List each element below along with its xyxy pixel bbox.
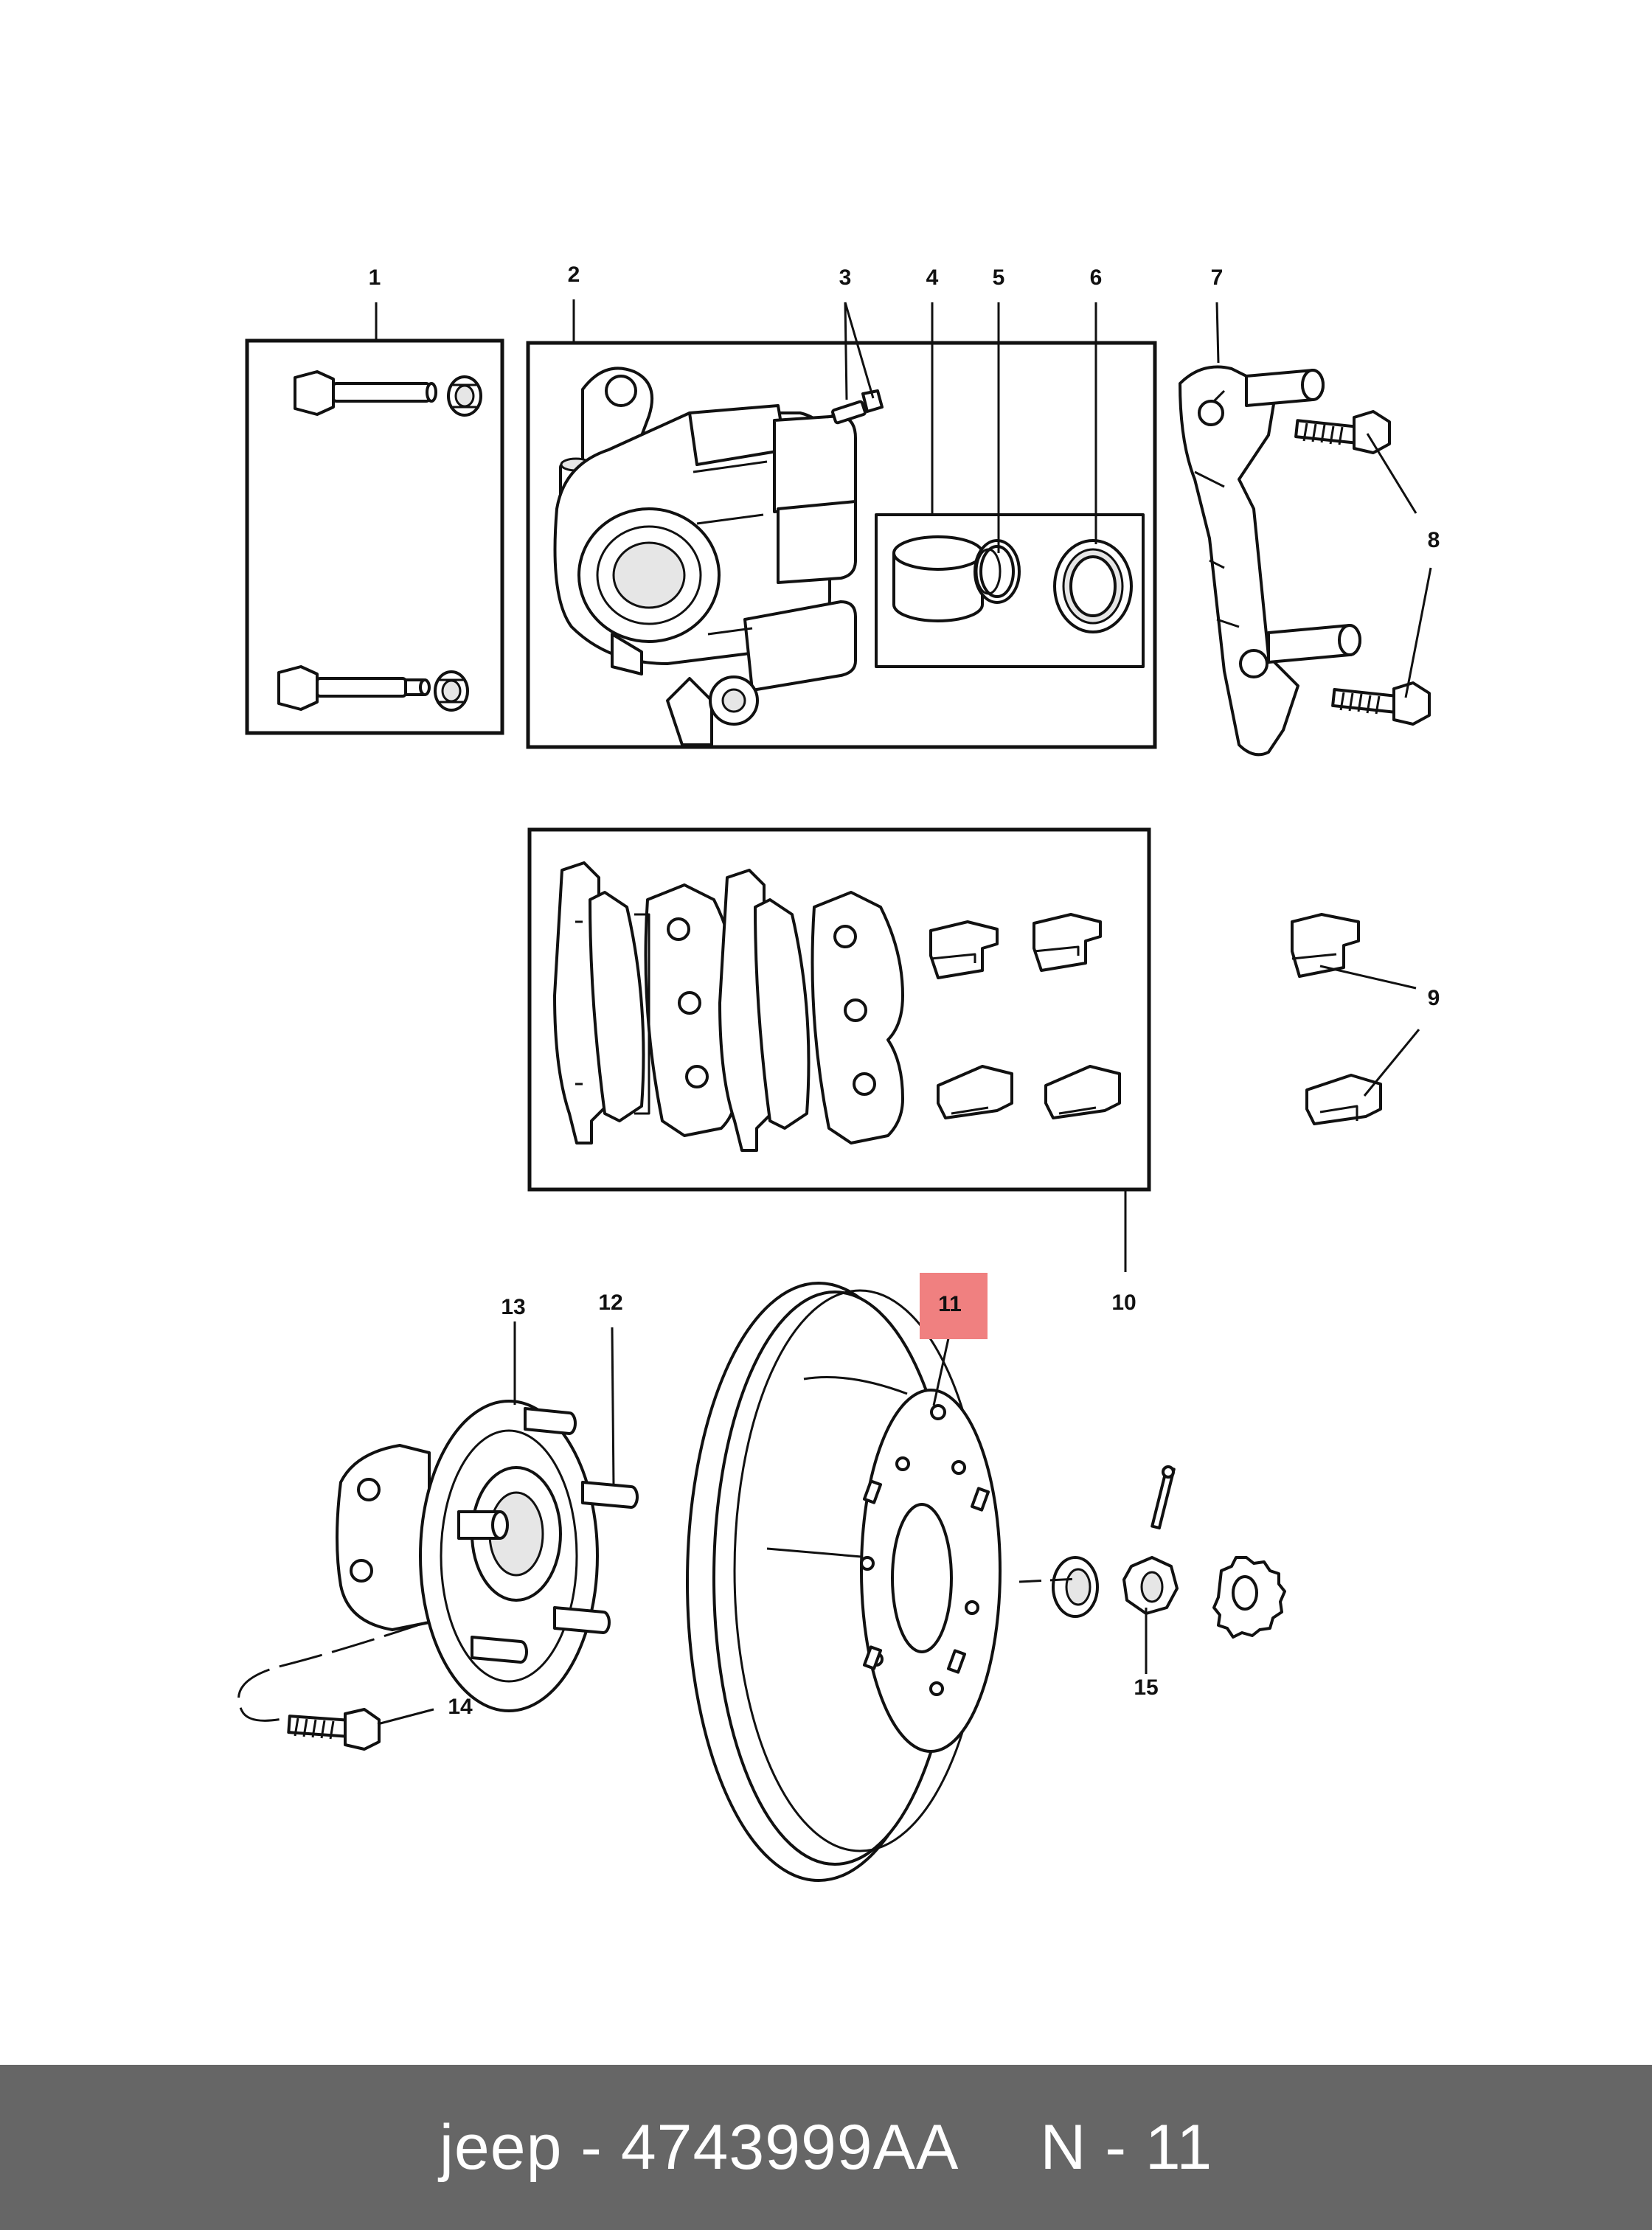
brake-pad-4 — [811, 891, 904, 1144]
hub-bearing — [336, 1400, 599, 1712]
callout-5: 5 — [993, 265, 1005, 290]
callout-10: 10 — [1111, 1291, 1136, 1315]
box-guide-pins — [245, 338, 504, 735]
axle-nut — [1122, 1556, 1179, 1615]
hub-bolt — [287, 1708, 381, 1751]
brake-pad-1 — [553, 861, 645, 1144]
callout-11-highlight — [920, 1273, 988, 1339]
callout-3: 3 — [839, 265, 852, 290]
brake-pad-3 — [718, 869, 811, 1152]
callout-6: 6 — [1090, 265, 1103, 290]
guide-pin-boot-lower — [434, 670, 469, 712]
sensor-wire — [237, 1621, 427, 1722]
guide-pin-boot-upper — [447, 375, 482, 417]
nut-retainer — [1212, 1556, 1286, 1639]
caliper-adapter — [1179, 365, 1361, 757]
callout-14: 14 — [448, 1695, 473, 1719]
guide-pin-lower — [277, 665, 431, 711]
pad-clip-3 — [937, 1065, 1013, 1119]
pad-clip-4 — [1044, 1065, 1121, 1119]
callout-13: 13 — [501, 1295, 525, 1319]
callout-12: 12 — [598, 1291, 622, 1315]
piston-seal — [1053, 539, 1133, 633]
leader-9 — [1319, 965, 1420, 1097]
bleeder-screw — [827, 389, 884, 425]
callout-15: 15 — [1134, 1675, 1158, 1700]
brake-rotor — [686, 1282, 1002, 1882]
abutment-clip-lower — [1305, 1074, 1382, 1125]
adapter-bolt-upper — [1294, 410, 1391, 454]
piston-boot — [974, 539, 1021, 604]
part-number-footer: jeep - 4743999AA N - 11 — [0, 2065, 1652, 2230]
guide-pin-upper — [294, 370, 437, 416]
callout-11: 11 — [938, 1292, 962, 1316]
callout-1: 1 — [369, 265, 381, 290]
leader-7 — [1215, 302, 1220, 364]
cotter-pin — [1150, 1465, 1176, 1529]
pad-clip-2 — [1032, 913, 1102, 972]
box-piston-seal — [875, 513, 1145, 668]
callout-4: 4 — [926, 265, 939, 290]
caliper-piston — [892, 535, 984, 622]
abutment-clip-upper — [1291, 913, 1360, 978]
callout-2: 2 — [568, 263, 580, 287]
footer-part-number: jeep - 4743999AA — [439, 2111, 959, 2183]
callout-7: 7 — [1211, 265, 1224, 290]
leader-14 — [377, 1708, 434, 1726]
axle-washer — [1052, 1556, 1099, 1618]
footer-position: N - 11 — [1040, 2111, 1213, 2183]
parts-diagram: 1 2 3 4 5 6 7 8 9 10 11 12 13 14 15 — [237, 263, 1440, 1882]
leader-8 — [1366, 433, 1432, 698]
adapter-bolt-lower — [1331, 681, 1431, 726]
box-brake-pads — [527, 827, 1151, 1192]
brake-caliper — [553, 367, 857, 746]
box-caliper — [526, 341, 1157, 749]
pad-clip-1 — [929, 920, 999, 979]
axle-centerline — [1018, 1577, 1079, 1583]
leader-3 — [844, 302, 875, 400]
callout-8: 8 — [1428, 528, 1440, 552]
wheel-studs — [471, 1407, 639, 1664]
callout-9: 9 — [1428, 986, 1440, 1010]
leader-12 — [611, 1327, 615, 1487]
leader-11 — [932, 1338, 950, 1406]
